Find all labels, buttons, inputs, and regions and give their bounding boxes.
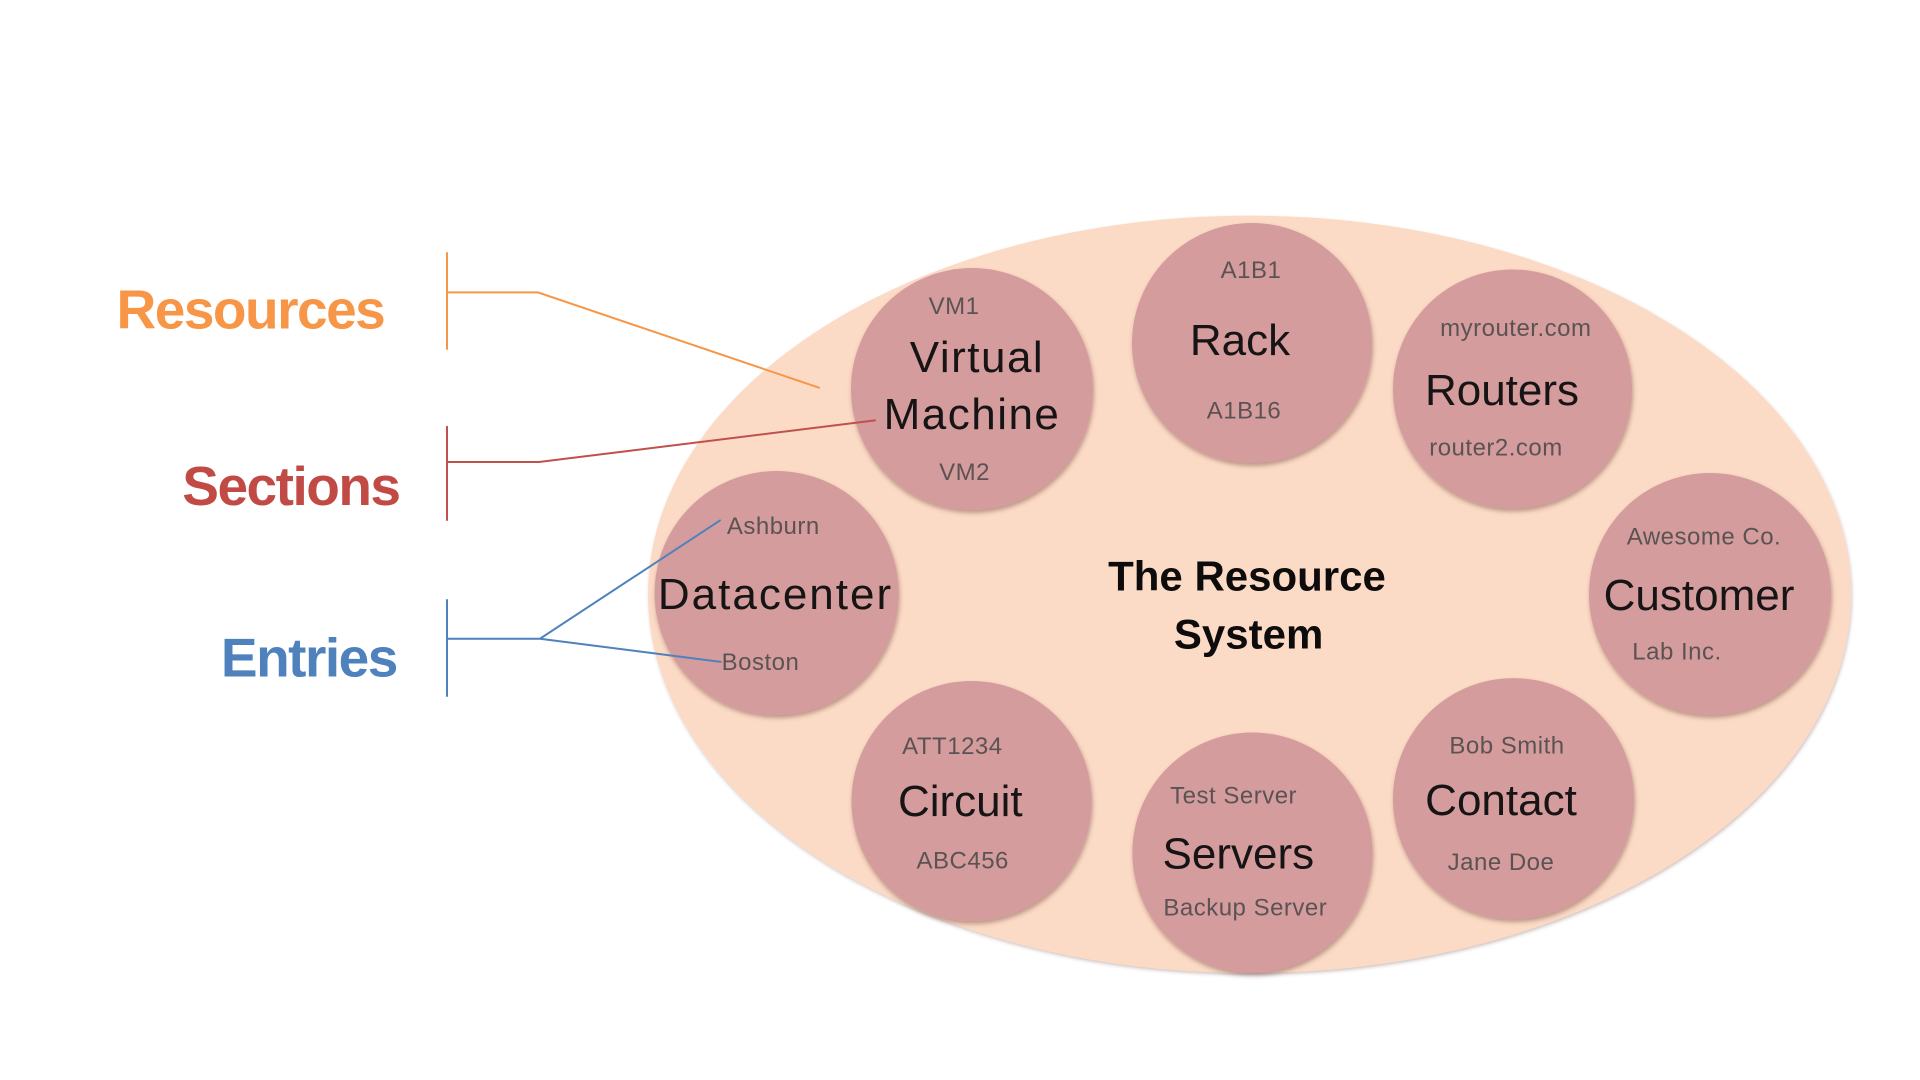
svg-text:Jane Doe: Jane Doe bbox=[1448, 849, 1555, 876]
svg-text:Datacenter: Datacenter bbox=[658, 570, 893, 619]
svg-text:Backup Server: Backup Server bbox=[1163, 894, 1327, 921]
svg-text:Sections: Sections bbox=[182, 455, 399, 517]
svg-text:Virtual: Virtual bbox=[910, 333, 1044, 382]
svg-text:Ashburn: Ashburn bbox=[727, 513, 820, 540]
svg-text:ABC456: ABC456 bbox=[917, 848, 1009, 875]
svg-text:Bob Smith: Bob Smith bbox=[1449, 733, 1564, 760]
svg-text:VM1: VM1 bbox=[929, 293, 980, 320]
svg-text:Machine: Machine bbox=[884, 390, 1061, 439]
svg-text:System: System bbox=[1174, 611, 1323, 658]
svg-text:VM2: VM2 bbox=[939, 459, 990, 486]
svg-text:Entries: Entries bbox=[221, 627, 397, 689]
svg-text:Circuit: Circuit bbox=[898, 777, 1023, 826]
svg-text:Test Server: Test Server bbox=[1170, 782, 1297, 809]
svg-text:Routers: Routers bbox=[1425, 366, 1579, 415]
svg-text:Rack: Rack bbox=[1190, 316, 1291, 365]
svg-text:Customer: Customer bbox=[1604, 571, 1795, 620]
svg-text:myrouter.com: myrouter.com bbox=[1440, 315, 1591, 342]
svg-text:Servers: Servers bbox=[1163, 830, 1315, 879]
svg-text:Awesome Co.: Awesome Co. bbox=[1627, 523, 1781, 550]
svg-text:ATT1234: ATT1234 bbox=[902, 733, 1002, 760]
svg-text:Contact: Contact bbox=[1425, 776, 1577, 825]
svg-text:Resources: Resources bbox=[117, 278, 385, 340]
svg-text:The Resource: The Resource bbox=[1108, 553, 1386, 600]
svg-text:router2.com: router2.com bbox=[1429, 435, 1563, 462]
svg-text:A1B1: A1B1 bbox=[1221, 257, 1282, 284]
svg-text:Lab Inc.: Lab Inc. bbox=[1632, 639, 1721, 666]
svg-text:A1B16: A1B16 bbox=[1207, 398, 1282, 425]
svg-text:Boston: Boston bbox=[722, 649, 800, 676]
